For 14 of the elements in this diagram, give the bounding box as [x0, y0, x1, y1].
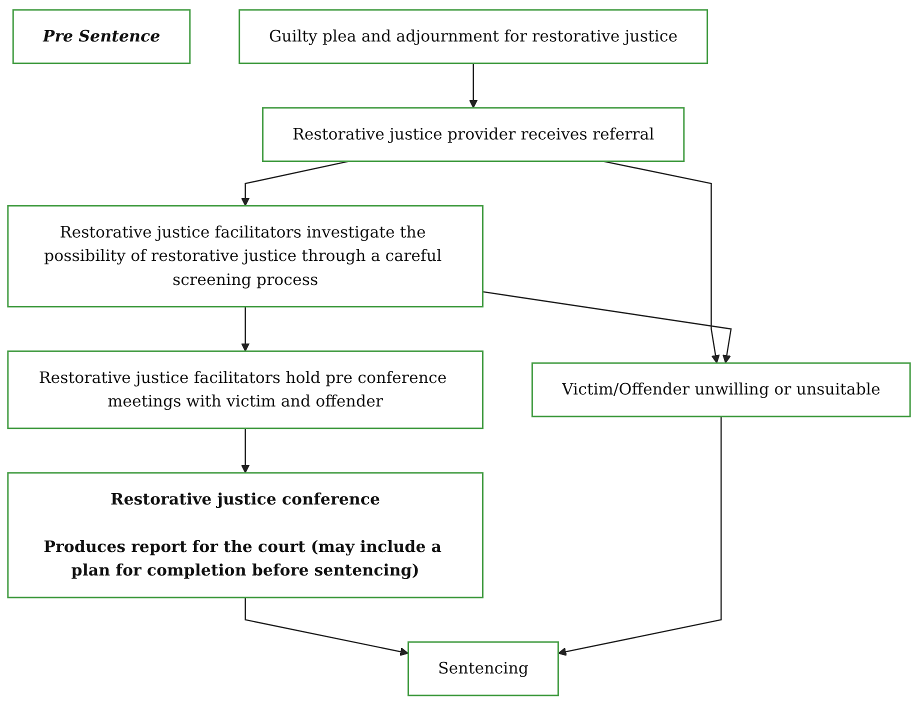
node-box: Restorative justice facilitators hold pre conference meetings with victim and offender [7, 350, 484, 430]
node-box: Pre Sentence [12, 9, 191, 64]
node-box: Guilty plea and adjournment for restorative justice [238, 9, 708, 64]
arrow [240, 307, 250, 352]
arrow [244, 598, 409, 656]
arrow [469, 64, 478, 109]
arrow [240, 428, 250, 474]
node-box: Restorative justice facilitators investigate the possibility of restorative justice through a careful screening process [7, 205, 484, 308]
node-box: Victim/Offender unwilling or unsuitable [531, 362, 911, 418]
node-box: Restorative justice provider receives referral [262, 107, 685, 162]
arrow [558, 416, 722, 656]
arrow [482, 291, 732, 364]
node-box: Restorative justice conference Produces report for the court (may include a plan for completion before sentencing) [7, 472, 484, 599]
node-box: Sentencing [408, 642, 559, 696]
